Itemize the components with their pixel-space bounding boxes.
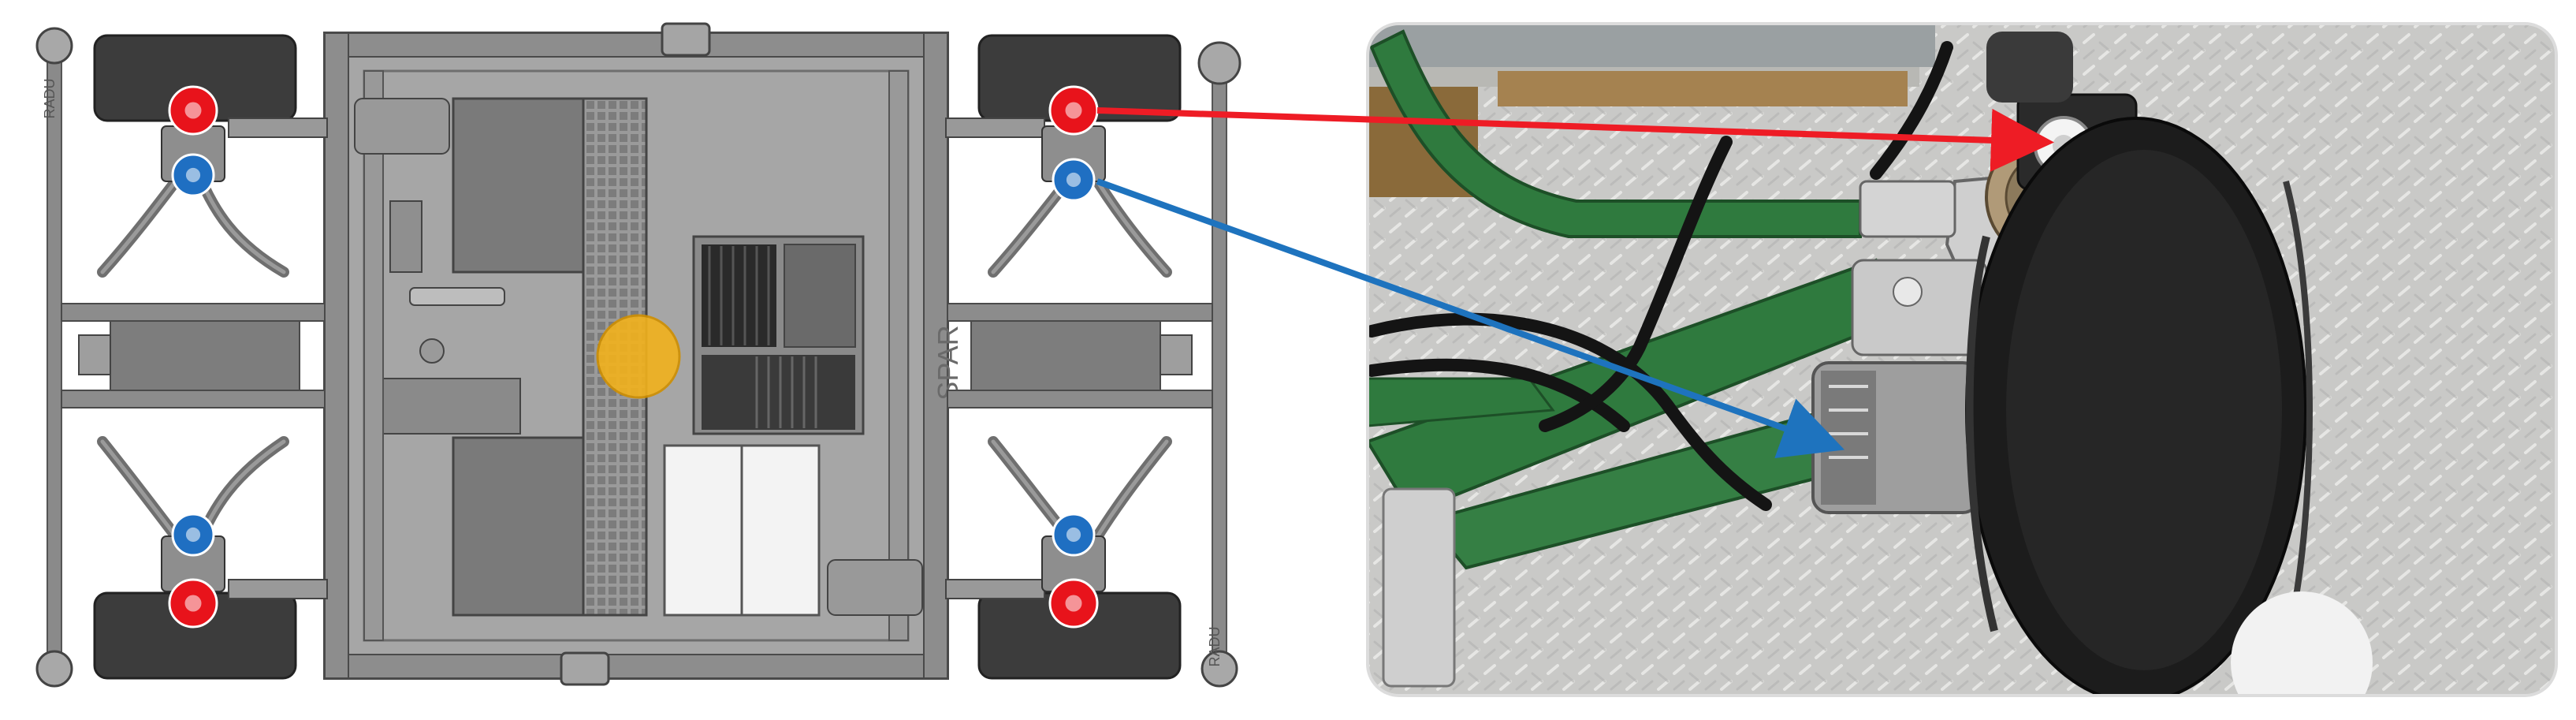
- rod-end-cap: [1201, 650, 1238, 688]
- markers-layer: [168, 85, 1099, 629]
- axle-badge-label: RADU: [1207, 626, 1223, 666]
- chassis-top-view: RADU RADU: [35, 22, 1241, 688]
- center-of-rotation-marker: [596, 314, 681, 399]
- steer-marker-front-right: [1048, 85, 1099, 136]
- floor-plate: [1368, 24, 2556, 696]
- drive-marker-rear-right: [1052, 513, 1096, 557]
- drive-motor-arrow: [1096, 178, 1845, 459]
- left-axle-rod: [47, 39, 62, 679]
- steer-marker-front-left: [168, 85, 218, 136]
- steer-marker-rear-left: [168, 578, 218, 629]
- electronics-box: [663, 444, 743, 617]
- drive-marker-front-left: [171, 153, 215, 197]
- chassis-tag: SPAR: [932, 325, 964, 400]
- rod-end-cap: [35, 650, 73, 688]
- electronics-box: [740, 444, 821, 617]
- photo-frame: [1366, 22, 2558, 697]
- drive-marker-rear-left: [171, 513, 215, 557]
- steer-motor-arrow: [1096, 107, 2054, 172]
- tire: [1965, 117, 2313, 696]
- steer-marker-rear-right: [1048, 578, 1099, 629]
- heatsink: [702, 244, 776, 347]
- battery-panel: [452, 97, 585, 274]
- rod-end-cap: [1197, 41, 1241, 85]
- battery-panel: [452, 436, 585, 617]
- axle-badge-label: RADU: [42, 78, 58, 118]
- drive-motor-assembly: [1811, 259, 1988, 514]
- right-axle-rod: [1212, 70, 1227, 679]
- rod-end-cap: [35, 27, 73, 65]
- wheel-photo: [1368, 24, 2556, 696]
- drive-marker-front-right: [1052, 158, 1096, 202]
